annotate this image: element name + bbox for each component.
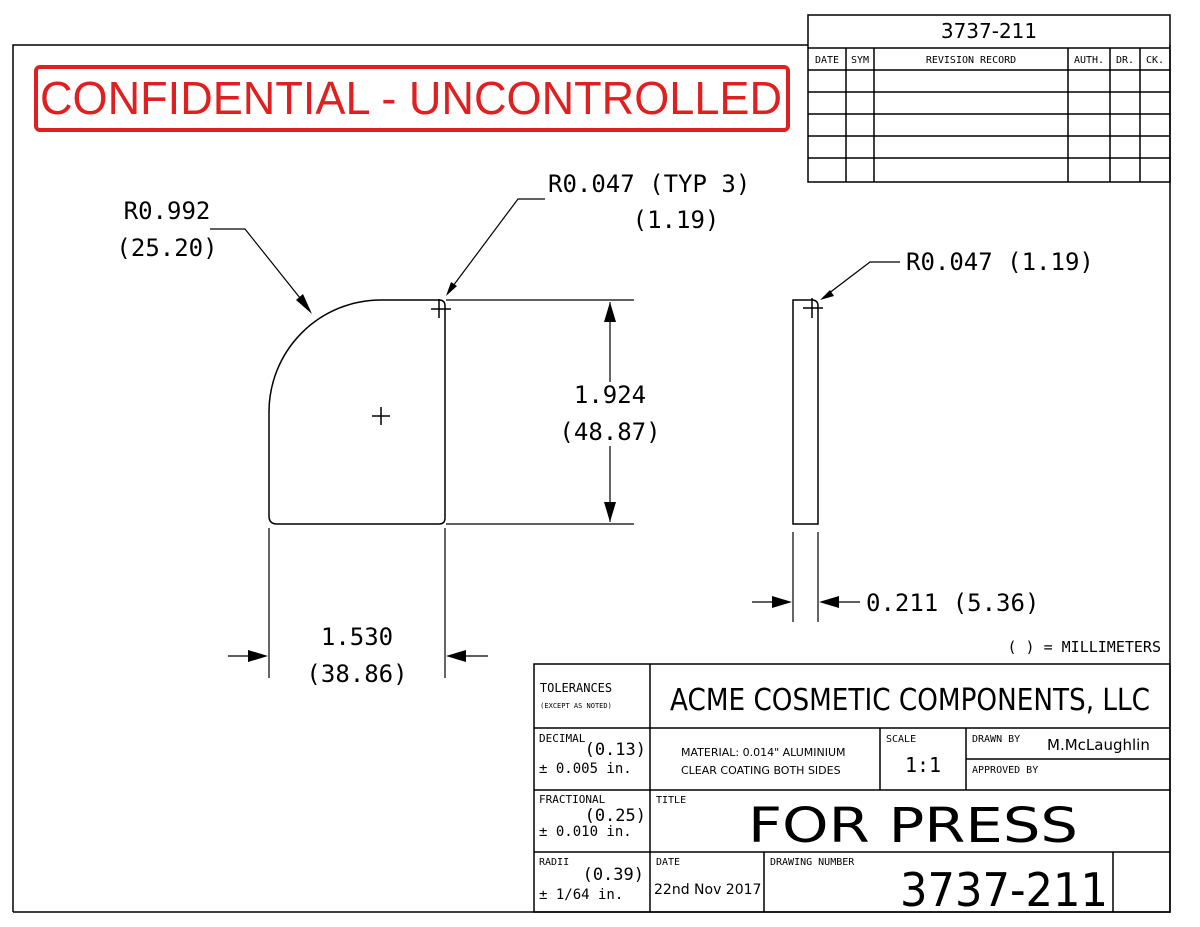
drawn-by-name: M.McLaughlin [1047,736,1150,754]
decimal-mm: (0.13) [585,740,646,760]
material-line-2: CLEAR COATING BOTH SIDES [681,764,841,777]
radii-mm: (0.39) [583,865,644,885]
revision-table [807,14,1171,183]
scale-value: 1:1 [905,753,941,777]
watermark-text: CONFIDENTIAL - UNCONTROLLED [40,72,782,124]
front-view [268,299,451,525]
drawn-by-label: DRAWN BY [972,734,1020,745]
drawing-number: 3737-211 [900,863,1108,917]
height-label: 1.924 [574,381,646,409]
height-mm-label: (48.87) [559,418,660,446]
date-label: DATE [656,857,680,868]
tolerances-sub: (EXCEPT AS NOTED) [540,702,612,710]
drawing-number-label: DRAWING NUMBER [770,857,855,868]
side-view [792,298,823,525]
drawing-title: FOR PRESS [748,798,1078,854]
corner-radius-mm-label: (1.19) [633,206,720,234]
drawing-border [12,44,808,912]
rev-header-auth: AUTH. [1074,55,1104,66]
title-block [533,663,1171,913]
fractional-tolerance: ± 0.010 in. [539,824,632,840]
fractional-label: FRACTIONAL [539,793,606,806]
outer-radius-label: R0.992 [124,197,211,225]
rev-header-ck: CK. [1146,55,1164,66]
corner-radius-label: R0.047 (TYP 3) [548,170,750,198]
decimal-label: DECIMAL [539,732,586,745]
rev-header-date: DATE [815,55,839,66]
rev-header-sym: SYM [851,55,869,66]
watermark-box [34,65,790,132]
rev-header-dr: DR. [1116,55,1134,66]
thickness-label: 0.211 (5.36) [866,589,1039,617]
decimal-tolerance: ± 0.005 in. [539,761,632,777]
width-label: 1.530 [321,623,393,651]
fractional-mm: (0.25) [585,806,646,826]
approved-by-label: APPROVED BY [972,765,1038,776]
radii-label: RADII [539,857,569,868]
company-name: ACME COSMETIC COMPONENTS, LLC [670,683,1150,718]
side-radius-label: R0.047 (1.19) [906,248,1094,276]
units-note: ( ) = MILLIMETERS [1007,638,1161,656]
drawing-number-top: 3737-211 [941,19,1037,43]
tolerances-label: TOLERANCES [540,681,612,695]
outer-radius-mm-label: (25.20) [116,234,217,262]
scale-label: SCALE [886,734,916,745]
date-value: 22nd Nov 2017 [654,882,761,898]
material-line-1: MATERIAL: 0.014" ALUMINIUM [681,746,846,759]
radii-tolerance: ± 1/64 in. [539,887,623,903]
rev-header-record: REVISION RECORD [926,55,1016,66]
title-label: TITLE [656,795,686,806]
width-mm-label: (38.86) [306,660,407,688]
